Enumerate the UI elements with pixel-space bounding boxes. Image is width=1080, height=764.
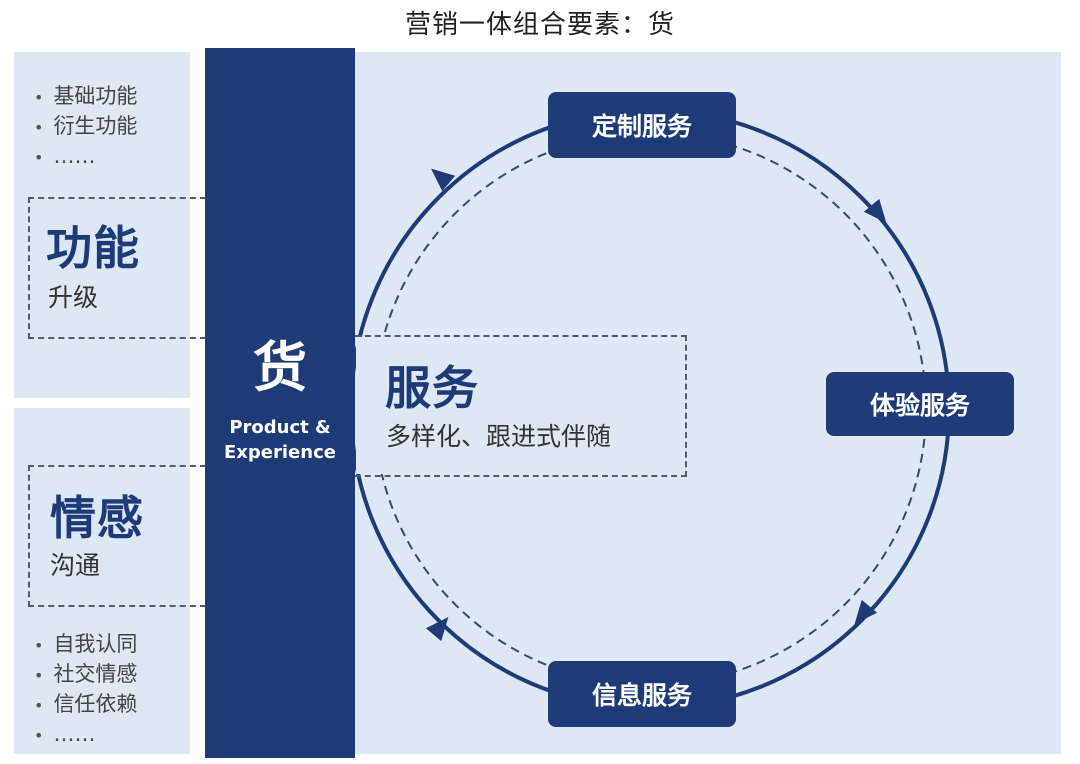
product-experience-label: Product & Experience — [205, 415, 355, 465]
service-dashed-box — [355, 335, 687, 477]
list-item: 信任依赖 — [34, 690, 137, 720]
info-service-node: 信息服务 — [548, 661, 736, 727]
product-label: Product & — [229, 417, 331, 438]
service-box-fill — [356, 337, 684, 474]
list-item: 社交情感 — [34, 660, 137, 690]
emotion-bullet-list: 自我认同 社交情感 信任依赖 …… — [34, 630, 137, 750]
experience-service-node: 体验服务 — [826, 372, 1014, 436]
function-title: 功能 — [46, 221, 140, 275]
experience-label: Experience — [224, 442, 336, 463]
arrow-icon — [425, 617, 449, 642]
arrow-icon — [854, 599, 878, 624]
function-dashed-box — [28, 197, 206, 339]
list-item: 自我认同 — [34, 630, 137, 660]
list-item: 衍生功能 — [34, 112, 137, 142]
custom-service-node: 定制服务 — [548, 92, 736, 158]
list-item: …… — [34, 142, 137, 172]
emotion-title: 情感 — [50, 491, 144, 545]
emotion-dashed-box — [28, 465, 206, 607]
service-title: 服务 — [385, 361, 479, 415]
arrow-icon — [863, 198, 887, 223]
function-subtitle: 升级 — [48, 283, 99, 312]
emotion-subtitle: 沟通 — [50, 551, 101, 580]
list-item: 基础功能 — [34, 82, 137, 112]
service-subtitle: 多样化、跟进式伴随 — [386, 422, 612, 451]
function-bullet-list: 基础功能 衍生功能 …… — [34, 82, 137, 172]
arrow-icon — [431, 168, 456, 192]
goods-label: 货 — [253, 336, 307, 399]
product-experience-bar: 货 Product & Experience — [205, 48, 355, 758]
diagram-title: 营销一体组合要素：货 — [404, 10, 675, 40]
list-item: …… — [34, 720, 137, 750]
